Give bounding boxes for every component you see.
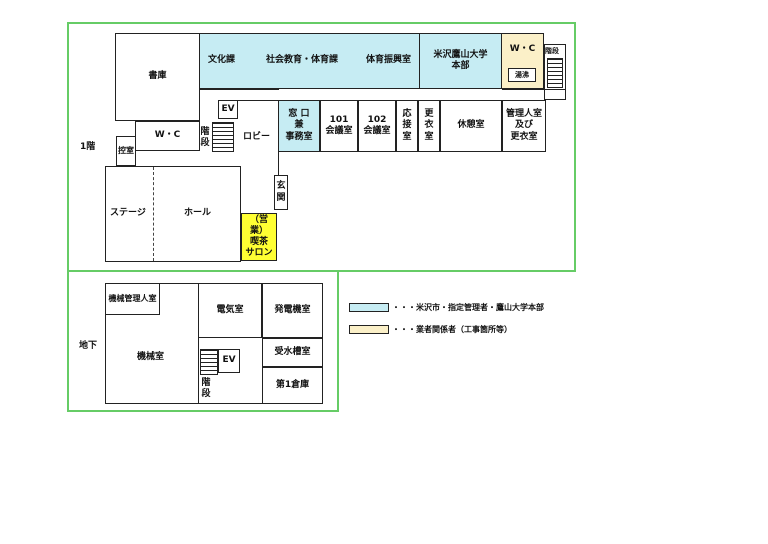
first-floor-label: 1階 — [80, 142, 96, 152]
room-osetsu: 応 接 室 — [396, 100, 418, 152]
room-hall: ホール — [184, 208, 212, 218]
room-kikai-kanri: 機械管理人室 — [105, 283, 160, 315]
room-ev-first: EV — [218, 100, 238, 119]
first-floor-stairs-icon — [212, 122, 234, 152]
room-yonezawa-university: 米沢鷹山大学 本部 — [419, 33, 502, 89]
wall-line — [502, 89, 566, 90]
room-madoguchi: 窓 口 兼 事務室 — [278, 100, 320, 152]
lobby-label: ロビー — [243, 132, 271, 142]
room-stage: ステージ — [110, 208, 146, 218]
room-kouishitsu: 更 衣 室 — [418, 100, 440, 152]
stair-basement-label: 階 段 — [201, 377, 211, 399]
wall-line — [199, 89, 279, 90]
room-yuwakashi: 湯沸 — [508, 68, 536, 82]
wall-line — [238, 100, 278, 101]
legend-text-blue: ・・・米沢市・指定管理者・鷹山大学本部 — [392, 303, 544, 312]
right-stair-label: 階段 — [545, 47, 559, 55]
room-ev-basement: EV — [218, 349, 240, 373]
room-kyukei: 休憩室 — [440, 100, 502, 152]
room-shakai: 社会教育・体育課 — [266, 55, 339, 65]
room-kaigi-101: 101 会議室 — [320, 100, 358, 152]
room-kikai: 機械室 — [137, 352, 165, 362]
room-souko1: 第1倉庫 — [262, 367, 323, 404]
basement-stairs-icon — [200, 349, 218, 375]
room-kissa-salon: （営業） 喫茶 サロン — [241, 213, 277, 261]
basement-label: 地下 — [79, 341, 98, 351]
room-kaigi-102: 102 会議室 — [358, 100, 396, 152]
room-shoko: 書庫 — [115, 33, 200, 121]
room-kanrinin: 管理人室 及び 更衣室 — [502, 100, 546, 152]
room-wc-left: W・C — [135, 121, 200, 151]
stage-divider — [153, 167, 154, 261]
basement-frame — [67, 270, 339, 412]
right-stairs-icon — [547, 58, 563, 88]
room-hatsuden: 発電機室 — [262, 283, 323, 338]
legend-swatch-blue — [349, 303, 389, 312]
room-taiiku-shinko: 体育振興室 — [366, 55, 412, 65]
legend-swatch-beige — [349, 325, 389, 334]
basement-wall — [198, 283, 199, 404]
wall-line — [199, 89, 200, 122]
room-denki: 電気室 — [198, 283, 262, 338]
stair-first-label: 階 段 — [200, 126, 210, 148]
wc-right-label: W・C — [509, 44, 536, 54]
room-genkan: 玄 関 — [274, 175, 288, 210]
room-hikae: 控室 — [116, 136, 136, 166]
legend-text-beige: ・・・業者関係者（工事箇所等） — [392, 325, 512, 334]
room-jusui: 受水槽室 — [262, 338, 323, 367]
room-hall-block — [105, 166, 241, 262]
room-bunka: 文化課 — [208, 55, 236, 65]
